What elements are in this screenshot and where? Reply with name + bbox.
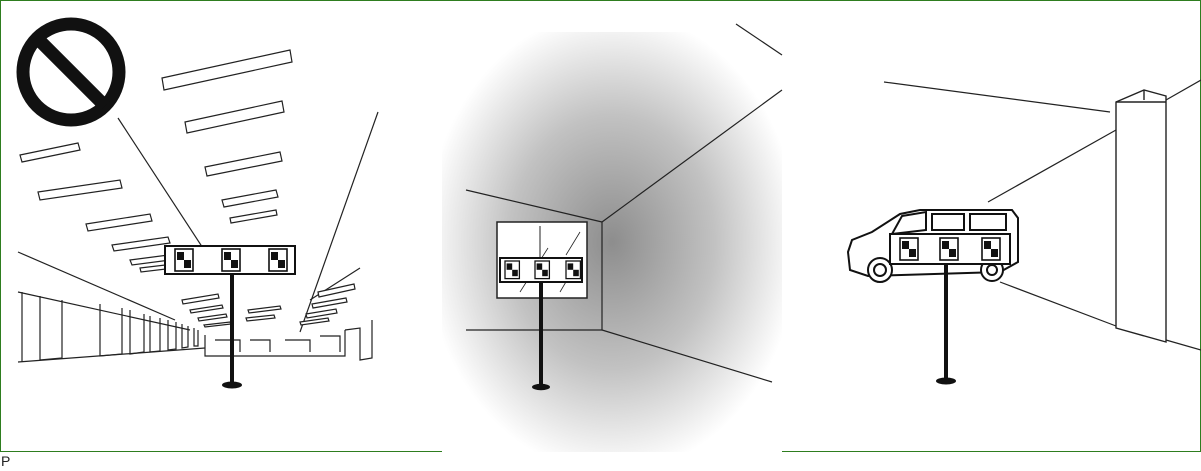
target-board-3 xyxy=(890,234,1010,385)
pillar xyxy=(1116,90,1166,342)
prohibition-icon xyxy=(23,24,119,120)
dark-room-panel xyxy=(442,24,782,452)
ceiling-light-right xyxy=(300,284,355,325)
ceiling-light-left xyxy=(20,143,183,272)
ceiling-light-center xyxy=(162,50,292,223)
target-board-1 xyxy=(165,246,295,389)
figure-caption-label: P xyxy=(1,452,10,470)
vehicle-panel xyxy=(848,80,1201,385)
window-row-left xyxy=(22,292,198,362)
illustration xyxy=(0,0,1201,452)
